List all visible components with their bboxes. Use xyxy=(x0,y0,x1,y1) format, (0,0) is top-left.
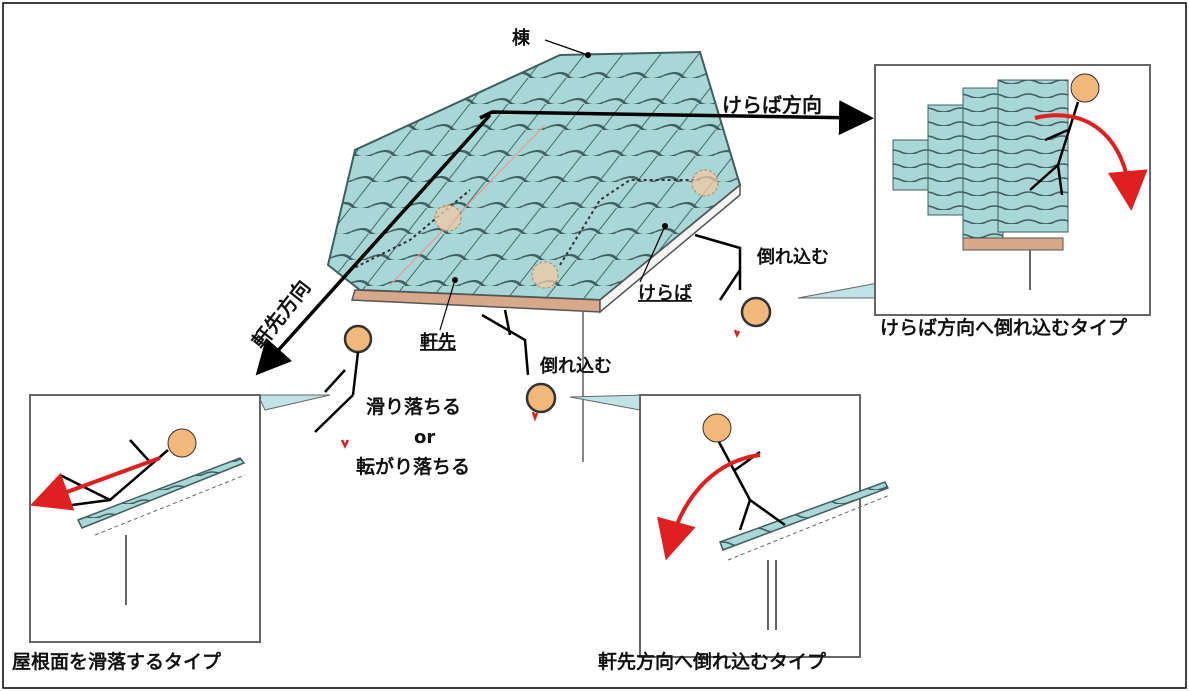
eaves-label: 軒先 xyxy=(420,331,456,353)
panel-slide-type: 屋根面を滑落するタイプ xyxy=(12,394,261,673)
fall-over-label-1: 倒れ込む xyxy=(756,247,829,268)
keraba-fall-type-title: けらば方向へ倒れ込むタイプ xyxy=(880,316,1128,339)
panel-eaves-fall-type: 軒先方向へ倒れ込むタイプ xyxy=(598,394,891,673)
slide-type-title: 屋根面を滑落するタイプ xyxy=(12,650,222,673)
eaves-fall-type-title: 軒先方向へ倒れ込むタイプ xyxy=(598,650,827,673)
keraba-direction-arrow xyxy=(479,100,874,136)
or-label: or xyxy=(414,427,435,448)
keraba-direction-label: けらば方向 xyxy=(722,93,822,117)
ridge-label: 棟 xyxy=(512,27,531,49)
fall-over-label-2: 倒れ込む xyxy=(539,356,612,377)
slide-off-label: 滑り落ちる xyxy=(366,395,461,418)
eaves-direction-arrow xyxy=(255,113,492,376)
figure-keraba-fall xyxy=(694,233,772,339)
keraba-edge xyxy=(599,183,741,314)
figure-eaves-fall xyxy=(481,309,557,422)
roll-off-label: 転がり落ちる xyxy=(356,455,470,478)
panel-keraba-fall-type: けらば方向へ倒れ込むタイプ xyxy=(874,64,1151,339)
eaves-direction-label: 軒先方向 xyxy=(247,275,315,353)
figure-slide xyxy=(314,324,373,449)
keraba-label: けらば xyxy=(638,283,692,304)
